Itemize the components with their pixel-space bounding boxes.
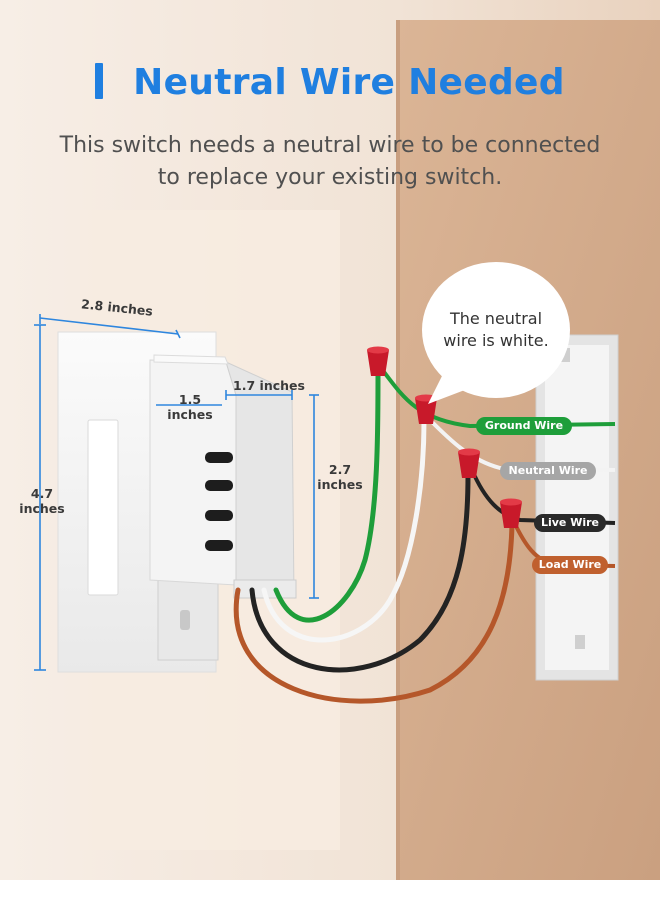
wire-nut: [415, 394, 437, 424]
live-wire-tag: Live Wire: [534, 514, 606, 532]
live-wire: [249, 472, 471, 673]
callout-text: The neutral wire is white.: [443, 309, 549, 350]
load-wire: [233, 522, 515, 704]
body-depth-label: 1.5 inches: [167, 392, 213, 422]
wall-junction-box: [535, 334, 619, 681]
vent-slot: [205, 540, 233, 551]
page-title: Neutral Wire Needed: [0, 62, 660, 103]
mounting-bracket: [157, 579, 219, 661]
callout-bubble: [422, 262, 570, 404]
vent-slot: [205, 480, 233, 491]
neutral-wire-tag: Neutral Wire: [500, 462, 596, 480]
title-text: Neutral Wire Needed: [133, 62, 565, 103]
title-accent-bar: [95, 63, 104, 99]
vent-slot: [205, 510, 233, 521]
body-height-label: 2.7 inches: [317, 462, 363, 492]
dimension-lines: [34, 314, 319, 671]
switch-body: [149, 354, 297, 599]
subtitle: This switch needs a neutral wire to be c…: [0, 130, 660, 194]
subtitle-line: This switch needs a neutral wire to be c…: [59, 133, 601, 158]
live-wall-wire: [470, 469, 616, 525]
body-width-label: 1.7 inches: [233, 378, 305, 393]
wire-nut: [458, 448, 480, 478]
wall-edge: [396, 20, 400, 880]
ground-wire-tag: Ground Wire: [476, 417, 572, 435]
ground-wire: [273, 372, 381, 623]
subtitle-line: to replace your existing switch.: [157, 165, 503, 190]
vent-slot: [205, 452, 233, 463]
wire-nut: [500, 498, 522, 528]
bottom-white-band: [0, 880, 660, 904]
plate-height-label: 4.7 inches: [19, 486, 65, 516]
wire-nut: [367, 346, 389, 376]
load-wire-tag: Load Wire: [532, 556, 608, 574]
neutral-wire: [261, 417, 427, 643]
